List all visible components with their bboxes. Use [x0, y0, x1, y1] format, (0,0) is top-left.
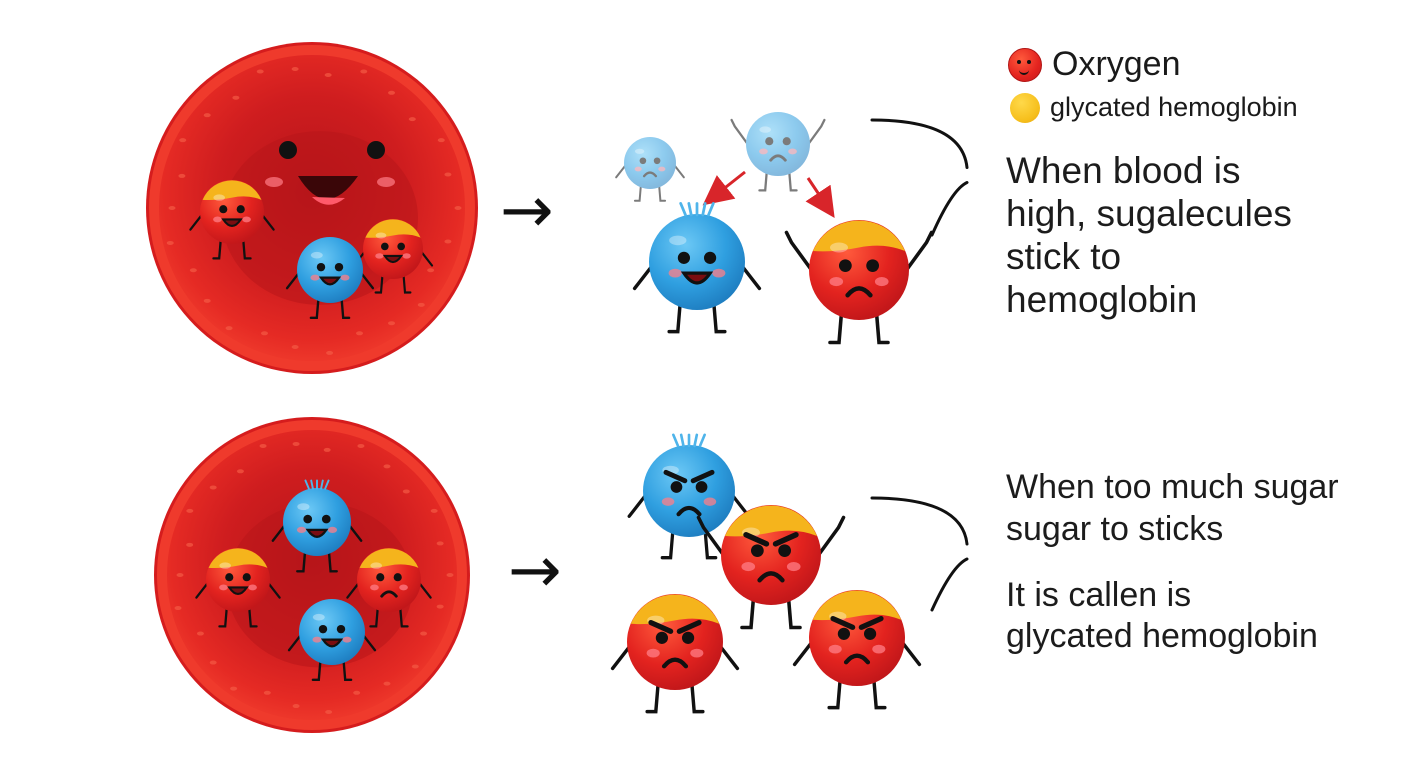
glycated-hemoglobin-character — [610, 594, 740, 714]
blue-molecule-character — [271, 479, 363, 573]
note-line: hemoglobin — [1006, 278, 1198, 320]
note-line: stick to — [1006, 235, 1122, 277]
bracket-connector-1 — [870, 118, 969, 237]
red-arrow-icon — [702, 170, 746, 206]
arrow-right-icon: → — [508, 534, 562, 608]
arrow-right-icon: → — [500, 174, 554, 248]
glycated-hemoglobin-character — [189, 180, 275, 260]
blue-molecule-character — [615, 137, 685, 202]
blue-molecule-character — [730, 112, 826, 192]
note-line: It is callen is — [1006, 575, 1192, 614]
note-panel-1: When blood is high, sugalecules stick to… — [1006, 150, 1292, 322]
yellow-dot-icon — [1010, 92, 1040, 123]
glycated-hemoglobin-character — [696, 505, 846, 630]
glycated-hemoglobin-character — [792, 590, 922, 710]
note-line: When too much sugar — [1006, 468, 1339, 506]
legend-label-oxygen: Oxrygen — [1052, 45, 1181, 83]
red-blood-cell-face-icon — [1008, 47, 1042, 82]
legend-label-glycated-hemoglobin: glycated hemoglobin — [1050, 92, 1298, 122]
note-line: glycated hemoglobin — [1006, 617, 1318, 656]
legend-item-oxygen: Oxrygen — [1008, 45, 1181, 84]
note-panel-2: When too much sugar sugar to sticks It i… — [1006, 467, 1339, 658]
glycated-hemoglobin-character — [346, 548, 432, 628]
glycated-hemoglobin-character — [195, 548, 281, 628]
blue-molecule-character — [627, 433, 751, 560]
red-arrow-icon — [805, 177, 835, 218]
legend-item-glycated-hemoglobin: glycated hemoglobin — [1010, 92, 1298, 123]
note-line: sugar to sticks — [1006, 509, 1224, 548]
blue-molecule-character — [285, 237, 375, 320]
note-line: high, sugalecules — [1006, 192, 1292, 234]
glycated-hemoglobin-character — [784, 220, 934, 345]
red-blood-cell-1 — [146, 42, 478, 374]
glycated-hemoglobin-character — [352, 219, 434, 294]
blue-molecule-character — [632, 202, 762, 334]
note-line: When blood is — [1006, 150, 1241, 191]
cell-face — [265, 141, 395, 205]
bracket-connector-2 — [870, 496, 969, 612]
red-blood-cell-2 — [154, 417, 470, 733]
blue-molecule-character — [287, 599, 377, 682]
